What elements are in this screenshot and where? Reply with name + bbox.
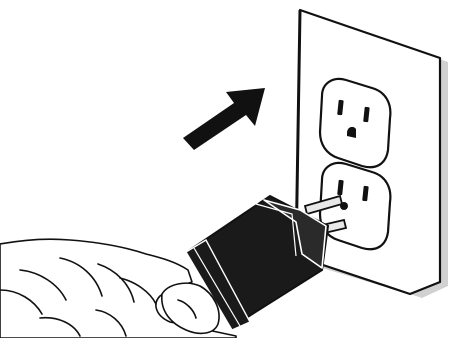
outlet-receptacle-top xyxy=(320,79,390,167)
arrow-icon xyxy=(183,88,265,150)
